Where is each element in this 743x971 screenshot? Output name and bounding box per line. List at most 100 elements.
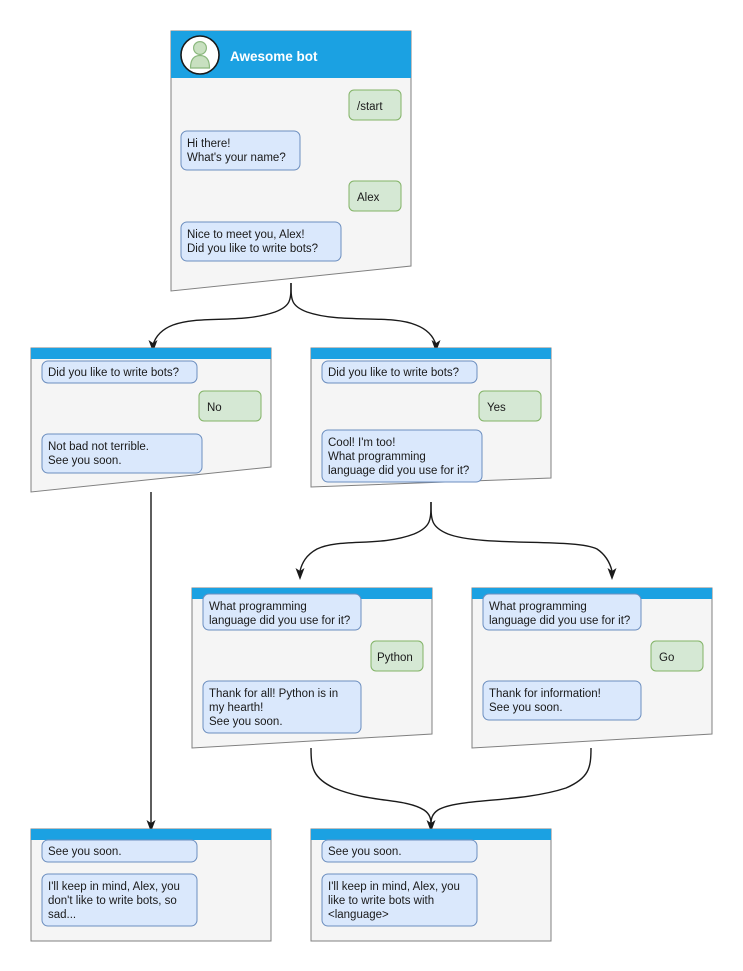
edge-root-to-yes <box>290 282 437 346</box>
bubble-line: I'll keep in mind, Alex, you <box>48 881 180 893</box>
node-root[interactable]: Awesome bot /start Hi there! What's your… <box>170 30 412 292</box>
bubble-line: What's your name? <box>187 152 286 164</box>
node-end-no-message-2: I'll keep in mind, Alex, you don't like … <box>41 873 198 927</box>
bubble-incoming <box>180 130 301 171</box>
edge-root-to-yes-arrowhead <box>431 340 441 352</box>
bubble-line: language did you use for it? <box>489 615 630 627</box>
bubble-incoming <box>482 680 642 721</box>
user-avatar-head-icon <box>193 40 208 55</box>
node-no-branch-message-1: Did you like to write bots? <box>41 360 198 384</box>
edge-yes-to-python-arrowhead <box>295 568 305 580</box>
node-go-branch-message-1: What programming language did you use fo… <box>482 593 642 631</box>
node-end-no-titlebar <box>31 829 271 840</box>
bubble-outgoing <box>198 390 262 422</box>
bubble-line: Did you like to write bots? <box>187 243 318 255</box>
edge-yes-to-python <box>299 501 432 572</box>
bubble-outgoing <box>650 640 704 672</box>
user-avatar-body-icon <box>189 54 211 69</box>
node-no-branch-message-2: No <box>198 390 262 422</box>
bubble-line: Yes <box>487 402 506 414</box>
node-yes-branch-message-3: Cool! I'm too! What programming language… <box>321 429 483 483</box>
bubble-line: Nice to meet you, Alex! <box>187 229 305 241</box>
bubble-line: Thank for information! <box>489 688 601 700</box>
bubble-line: Thank for all! Python is in <box>209 688 338 700</box>
bubble-incoming <box>321 839 478 863</box>
edge-yes-to-go <box>430 501 613 572</box>
node-no-branch[interactable]: Did you like to write bots? No Not bad n… <box>30 347 272 493</box>
node-end-yes-titlebar <box>311 829 551 840</box>
bubble-line: <language> <box>328 909 389 921</box>
bubble-incoming <box>202 680 362 734</box>
bubble-line: See you soon. <box>48 455 122 467</box>
node-root-bot-name: Awesome bot <box>230 49 318 64</box>
bubble-line: don't like to write bots, so <box>48 895 177 907</box>
node-root-message-4: Nice to meet you, Alex! Did you like to … <box>180 221 342 262</box>
bubble-outgoing <box>348 180 402 212</box>
bubble-line: Did you like to write bots? <box>328 367 459 379</box>
edge-merge-to-end-arrowhead <box>426 820 436 832</box>
bubble-line: language did you use for it? <box>209 615 350 627</box>
edge-go-to-end <box>430 747 592 825</box>
bubble-incoming <box>180 221 342 262</box>
node-end-yes-message-2: I'll keep in mind, Alex, you like to wri… <box>321 873 478 927</box>
node-root-message-1: /start <box>348 89 402 121</box>
bubble-line: See you soon. <box>489 702 563 714</box>
node-no-branch-message-3: Not bad not terrible. See you soon. <box>41 433 203 474</box>
bubble-outgoing <box>370 640 424 672</box>
edge-no-to-end-arrowhead <box>146 820 156 832</box>
bubble-incoming <box>41 873 198 927</box>
bubble-line: I'll keep in mind, Alex, you <box>328 881 460 893</box>
edge-root-to-no-arrowhead <box>148 340 158 352</box>
bubble-line: Python <box>377 652 413 664</box>
node-python-branch-message-3: Thank for all! Python is in my hearth! S… <box>202 680 362 734</box>
node-no-branch-titlebar <box>31 348 271 359</box>
node-root-titlebar <box>171 31 411 78</box>
edge-root-to-no <box>152 282 292 346</box>
node-python-branch[interactable]: What programming language did you use fo… <box>191 587 433 749</box>
bubble-line: my hearth! <box>209 702 263 714</box>
bubble-incoming <box>41 433 203 474</box>
bubble-line: Alex <box>357 192 380 204</box>
node-end-no[interactable]: See you soon. I'll keep in mind, Alex, y… <box>30 828 272 942</box>
bubble-line: What programming <box>209 601 307 613</box>
node-python-branch-message-1: What programming language did you use fo… <box>202 593 362 631</box>
bubble-line: See you soon. <box>48 846 122 858</box>
bubble-incoming <box>321 360 478 384</box>
bubble-line: Did you like to write bots? <box>48 367 179 379</box>
node-yes-branch[interactable]: Did you like to write bots? Yes Cool! I'… <box>310 347 552 488</box>
bubble-line: Go <box>659 652 674 664</box>
bubble-incoming <box>321 429 483 483</box>
connectors-group <box>146 282 617 832</box>
bubble-line: Cool! I'm too! <box>328 437 395 449</box>
node-root-message-2: Hi there! What's your name? <box>180 130 301 171</box>
node-go-branch-message-2: Go <box>650 640 704 672</box>
bubble-incoming <box>202 593 362 631</box>
node-yes-branch-message-2: Yes <box>478 390 542 422</box>
node-root-message-3: Alex <box>348 180 402 212</box>
node-go-branch-message-3: Thank for information! See you soon. <box>482 680 642 721</box>
edge-yes-to-go-arrowhead <box>607 568 617 580</box>
node-go-branch[interactable]: What programming language did you use fo… <box>471 587 713 749</box>
bubble-line: See you soon. <box>209 716 283 728</box>
node-end-yes-message-1: See you soon. <box>321 839 478 863</box>
edge-python-to-end <box>310 747 432 825</box>
bubble-line: Hi there! <box>187 138 230 150</box>
bubble-line: No <box>207 402 222 414</box>
node-yes-branch-titlebar <box>311 348 551 359</box>
node-end-yes[interactable]: See you soon. I'll keep in mind, Alex, y… <box>310 828 552 942</box>
bubble-line: See you soon. <box>328 846 402 858</box>
bubble-incoming <box>482 593 642 631</box>
bubble-line: /start <box>357 101 383 113</box>
node-end-no-message-1: See you soon. <box>41 839 198 863</box>
bubble-line: Not bad not terrible. <box>48 441 149 453</box>
bubble-line: What programming <box>489 601 587 613</box>
node-python-branch-message-2: Python <box>370 640 424 672</box>
bubble-incoming <box>41 360 198 384</box>
bubble-line: What programming <box>328 451 426 463</box>
bubble-line: sad... <box>48 909 76 921</box>
bubble-line: like to write bots with <box>328 895 434 907</box>
bubble-outgoing <box>478 390 542 422</box>
bubble-line: language did you use for it? <box>328 465 469 477</box>
